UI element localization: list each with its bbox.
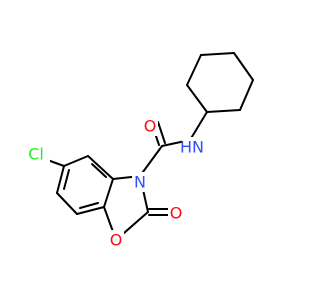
bond-bz2 [76, 206, 105, 215]
bond-cy-nh [189, 111, 208, 141]
bond-bz4 [56, 165, 65, 194]
bond-bz6 [87, 155, 114, 180]
bond-cy3 [200, 52, 235, 56]
bond-c-o-double-b [157, 121, 166, 144]
bond-bz3 [56, 192, 78, 215]
bond-cy2 [186, 54, 202, 86]
bond-cy1 [186, 84, 208, 113]
cyclohexane-ring [186, 52, 254, 113]
oxygen-label-amide: O [144, 117, 157, 136]
bond-bz1 [103, 178, 114, 208]
bond-cy4 [233, 52, 254, 81]
nitrogen-label-amide: N [192, 138, 204, 157]
bond-bz-inner1 [79, 202, 99, 209]
nitrogen-label-ring: N [134, 173, 146, 192]
bond-c-nring [139, 145, 163, 177]
benzene-ring [56, 155, 114, 215]
oxygen-label-ring: O [110, 231, 123, 250]
bond-bz-inner2 [63, 169, 70, 190]
oxygen-label-ring-carbonyl: O [170, 204, 183, 223]
atom-labels: O N H N Cl O O [24, 116, 206, 250]
hydrogen-label-amide: H [180, 138, 192, 157]
molecule-structure: O N H N Cl O O [24, 52, 254, 250]
bond-bz-inner3 [91, 163, 107, 178]
bond-bz5 [63, 155, 89, 167]
bond-cy5 [239, 79, 254, 111]
chlorine-label: Cl [28, 145, 44, 164]
bond-cy6 [206, 109, 241, 113]
